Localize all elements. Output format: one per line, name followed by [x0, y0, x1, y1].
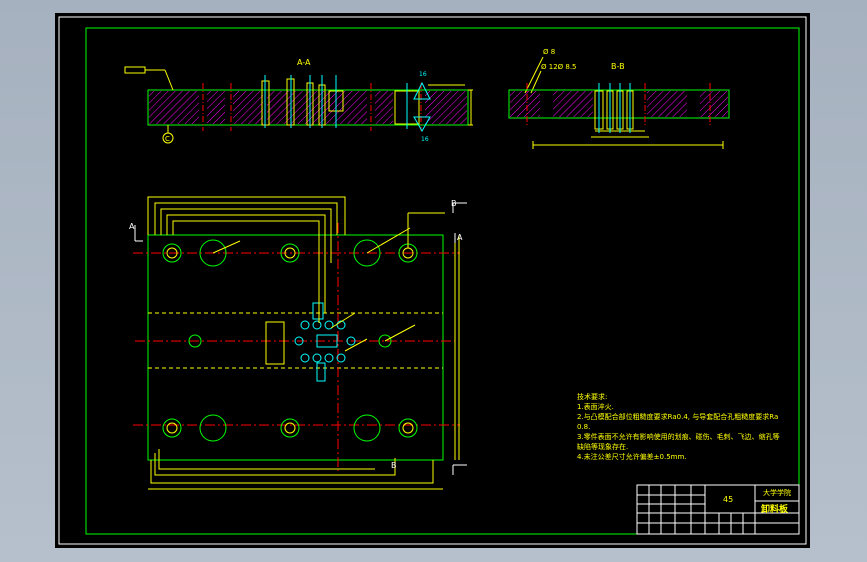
section-b-mark-bottom: B — [391, 461, 397, 470]
roughness-top: 16 — [419, 71, 427, 78]
section-bb-label: B-B — [611, 62, 625, 71]
section-bb-view: B-B Ø 8 Ø 12Ø 8.5 — [508, 48, 730, 149]
dia-12-label: Ø 12Ø 8.5 — [541, 63, 577, 71]
section-aa-view: A-A — [124, 58, 473, 144]
material-label: 45 — [723, 495, 733, 504]
tech-note-2: 2.与凸模配合部位粗糙度要求Ra0.4, 与导套配合孔粗糙度要求Ra — [577, 413, 779, 421]
aa-hatch-1 — [149, 91, 199, 124]
tech-note-5: 缺陷等现象存在. — [577, 443, 629, 451]
datum-circle — [162, 132, 174, 144]
tech-note-6: 4.未注公差尺寸允许偏差±0.5mm. — [577, 453, 687, 461]
datum-label: C — [165, 135, 170, 143]
school-label: 大学学院 — [763, 488, 791, 497]
aa-hatch-3 — [233, 91, 263, 124]
tech-note-4: 3.零件表面不允许有影响使用的划痕、碰伤、毛刺、飞边、缩孔等 — [577, 433, 780, 441]
technical-notes: 技术要求: 1.表面淬火. 2.与凸模配合部位粗糙度要求Ra0.4, 与导套配合… — [577, 392, 797, 462]
aa-hatch-5 — [375, 91, 393, 124]
aa-hatch-4 — [267, 91, 367, 124]
dia-8-label: Ø 8 — [543, 48, 555, 56]
section-a-mark: A — [129, 222, 135, 231]
aa-hatch-6 — [425, 91, 467, 124]
part-name-label: 卸料板 — [761, 503, 789, 515]
bb-outline — [508, 89, 730, 119]
drawing-border — [85, 27, 800, 535]
drawing-canvas: A-A — [58, 16, 807, 545]
tech-notes-title: 技术要求: — [577, 393, 608, 401]
section-b-mark: B — [451, 199, 457, 208]
sheet-border — [58, 16, 807, 545]
roughness-bottom: 16 — [421, 136, 429, 143]
drawing-sheet: A-A — [55, 13, 810, 548]
tech-note-1: 1.表面淬火. — [577, 403, 614, 411]
tech-note-3: 0.8. — [577, 423, 591, 431]
plate-outline — [147, 234, 444, 461]
section-aa-label: A-A — [297, 58, 311, 67]
section-a-mark-right: A — [457, 233, 463, 242]
title-block — [636, 484, 800, 535]
aa-hatch-2 — [207, 91, 225, 124]
plan-view: A A B B — [129, 196, 467, 490]
